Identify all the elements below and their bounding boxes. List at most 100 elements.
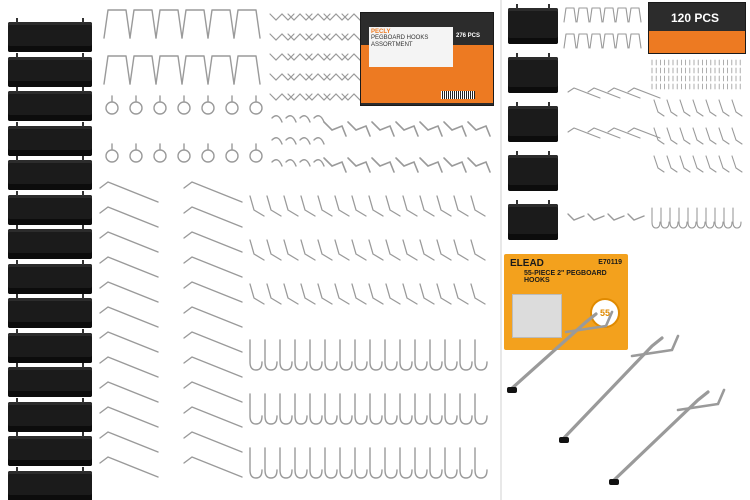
- l-hook-icon: [443, 121, 467, 137]
- angled-hook-icon: [436, 239, 452, 261]
- angled-hook-icon: [705, 155, 717, 173]
- angled-hook-icon: [679, 127, 691, 145]
- j-hook-icon: [429, 393, 443, 425]
- double-hook-icon: [602, 7, 616, 23]
- j-hook-icon: [294, 339, 308, 371]
- angled-hook-icon: [419, 195, 435, 217]
- hook-bracket-icon: [630, 334, 680, 358]
- small-hook-icon: [313, 115, 325, 123]
- panel-divider: [500, 0, 502, 500]
- l-hook-icon: [347, 157, 371, 173]
- clip-icon: [287, 93, 313, 101]
- j-hook-icon: [687, 207, 697, 229]
- j-hook-icon: [354, 339, 368, 371]
- long-hook-icon: [99, 281, 159, 303]
- j-hook-icon: [309, 447, 323, 479]
- j-hook-icon: [459, 339, 473, 371]
- long-hook-icon: [99, 456, 159, 478]
- box-count: 120 PCS: [671, 11, 720, 25]
- j-hook-icon: [669, 207, 679, 229]
- clip-icon: [323, 13, 349, 21]
- angled-hook-icon: [453, 283, 469, 305]
- angled-hook-icon: [351, 239, 367, 261]
- l-hook-icon: [371, 121, 395, 137]
- angled-hook-icon: [419, 239, 435, 261]
- bin-icon: [508, 102, 558, 142]
- angled-hook-icon: [653, 99, 665, 117]
- double-hook-icon: [563, 7, 577, 23]
- model-number: E70119: [598, 259, 622, 266]
- angled-hook-icon: [436, 283, 452, 305]
- j-hook-icon: [444, 339, 458, 371]
- double-hook-icon: [129, 55, 157, 85]
- j-hook-icon: [369, 339, 383, 371]
- double-hook-icon: [207, 55, 235, 85]
- angled-hook-icon: [300, 195, 316, 217]
- l-hook-icon: [627, 213, 645, 221]
- long-hook-icon: [99, 256, 159, 278]
- angled-hook-icon: [266, 283, 282, 305]
- long-hook-icon: [99, 206, 159, 228]
- bin-icon: [8, 432, 92, 466]
- angled-hook-icon: [470, 283, 486, 305]
- small-hook-icon: [313, 159, 325, 167]
- long-hook-icon: [567, 127, 601, 139]
- double-hook-icon: [155, 9, 183, 39]
- l-hook-icon: [323, 121, 347, 137]
- l-hook-icon: [395, 121, 419, 137]
- j-hook-icon: [279, 447, 293, 479]
- angled-hook-icon: [334, 239, 350, 261]
- clip-icon: [305, 13, 331, 21]
- j-hook-icon: [705, 207, 715, 229]
- large-hook-icon: [508, 312, 598, 392]
- l-hook-icon: [467, 121, 491, 137]
- hook-tip-icon: [559, 437, 569, 443]
- long-hook-icon: [183, 306, 243, 328]
- angled-hook-icon: [402, 239, 418, 261]
- double-hook-icon: [602, 33, 616, 49]
- small-hook-icon: [299, 137, 311, 145]
- large-hook-icon: [560, 336, 664, 442]
- long-hook-icon: [183, 381, 243, 403]
- hook-bracket-icon: [564, 310, 614, 334]
- j-hook-icon: [474, 339, 488, 371]
- long-hook-icon: [99, 356, 159, 378]
- box-count-label: 276 PCS: [456, 33, 481, 39]
- long-hook-icon: [183, 331, 243, 353]
- ring-hook-icon: [105, 95, 119, 115]
- angled-hook-icon: [368, 283, 384, 305]
- angled-hook-icon: [731, 155, 743, 173]
- box-title: PEGBOARD HOOKS ASSORTMENT: [371, 35, 429, 48]
- l-hook-icon: [395, 157, 419, 173]
- angled-hook-icon: [249, 195, 265, 217]
- ring-hook-icon: [201, 143, 215, 163]
- j-hook-icon: [660, 207, 670, 229]
- angled-hook-icon: [470, 239, 486, 261]
- double-hook-icon: [129, 9, 157, 39]
- j-hook-icon: [264, 393, 278, 425]
- j-hook-icon: [384, 447, 398, 479]
- j-hook-icon: [399, 447, 413, 479]
- j-hook-icon: [354, 447, 368, 479]
- l-hook-icon: [467, 157, 491, 173]
- ring-hook-icon: [129, 143, 143, 163]
- angled-hook-icon: [453, 195, 469, 217]
- clip-icon: [287, 53, 313, 61]
- angled-hook-icon: [317, 195, 333, 217]
- long-hook-icon: [99, 381, 159, 403]
- angled-hook-icon: [385, 195, 401, 217]
- long-hook-icon: [99, 306, 159, 328]
- bin-icon: [8, 363, 92, 397]
- angled-hook-icon: [653, 155, 665, 173]
- brand-name: ELEAD: [510, 258, 544, 269]
- angled-hook-icon: [692, 155, 704, 173]
- j-hook-icon: [723, 207, 733, 229]
- angled-hook-icon: [666, 99, 678, 117]
- clip-icon: [269, 93, 295, 101]
- j-hook-icon: [459, 393, 473, 425]
- box-label: PECLY PEGBOARD HOOKS ASSORTMENT: [369, 27, 453, 67]
- l-hook-icon: [567, 213, 585, 221]
- long-hook-icon: [183, 431, 243, 453]
- angled-hook-icon: [666, 155, 678, 173]
- angled-hook-icon: [317, 239, 333, 261]
